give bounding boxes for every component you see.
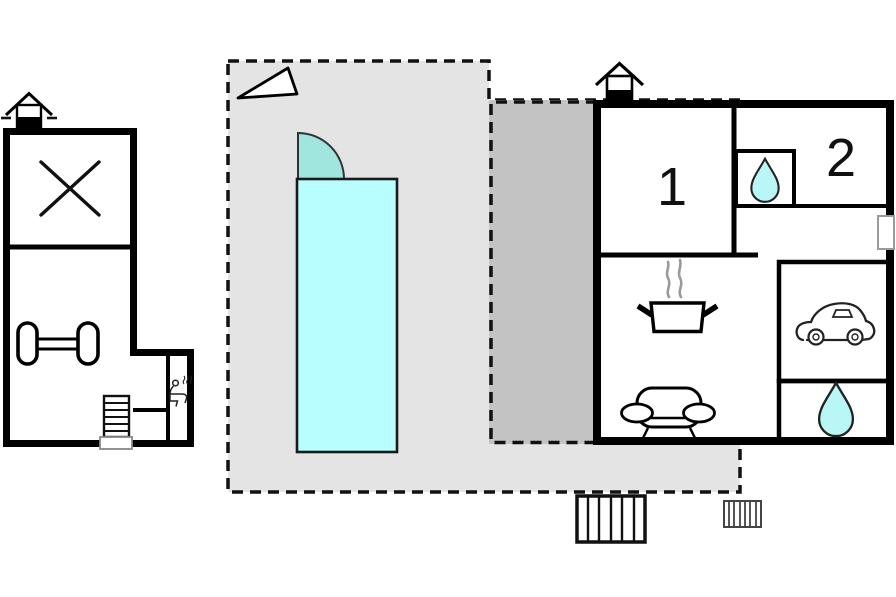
x-cross-icon [39,160,101,217]
car-window [831,309,854,318]
swimming-pool [295,177,399,454]
water-drop-large-icon [817,380,855,438]
car-hub-rear [851,333,859,341]
sauna-icon [169,375,193,407]
courtyard-outline [489,100,597,445]
grate-bars [728,501,757,527]
annex-entry-door [99,436,133,450]
sofa-arm-left [620,402,654,424]
pot-handle-right [701,303,719,318]
pot-steam-left [665,260,671,299]
car-hub-front [812,333,820,341]
chimney-left-roof [4,91,54,117]
courtyard-fill [489,100,597,444]
annex-stairs-treads [104,402,129,432]
bathroom-large-walls [776,378,894,444]
pot-steam-right [677,258,683,299]
entrance-stairs-icon [575,494,647,544]
water-drop-small-icon [750,156,780,203]
grate-icon [723,500,762,528]
annex-stairs-icon [102,394,131,439]
pot-body [649,301,706,334]
annex-outer-walls [3,128,194,447]
chimney-right-base [607,90,632,103]
car-icon [795,302,876,346]
main-house: 1 2 [593,100,895,445]
chimney-left-icon [1,91,57,130]
kitchen-pot-icon [636,258,719,334]
car-wheel-rear [846,328,864,346]
dumbbell-bar [33,337,81,351]
pool-group [295,131,399,454]
sofa-icon [620,386,716,439]
chimney-right-roof [594,61,645,87]
sauna-steam [182,375,193,385]
sofa-arm-right [682,402,716,424]
annex-building [3,128,194,450]
grate-frame [723,500,762,528]
dumbbell-left-weight [16,321,39,366]
pool-door-arc-icon [297,131,346,180]
car-wheel-front [807,328,825,346]
chimney-right-icon [594,61,645,105]
chimney-left-base [17,117,41,128]
dumbbell-right-weight [76,321,100,366]
sauna-person-head [171,379,180,387]
house-outer-walls [593,100,894,445]
north-marker-icon [236,66,299,100]
entrance-stairs-treads [586,496,636,542]
house-side-door [877,215,895,250]
sofa-legs [641,427,697,439]
courtyard-area [489,100,597,445]
sauna-person-body [169,385,188,407]
bedroom2-label: 2 [826,128,856,188]
bedroom1-label: 1 [657,157,687,217]
pot-handle-left [636,303,654,318]
dumbbell-icon [16,321,100,366]
